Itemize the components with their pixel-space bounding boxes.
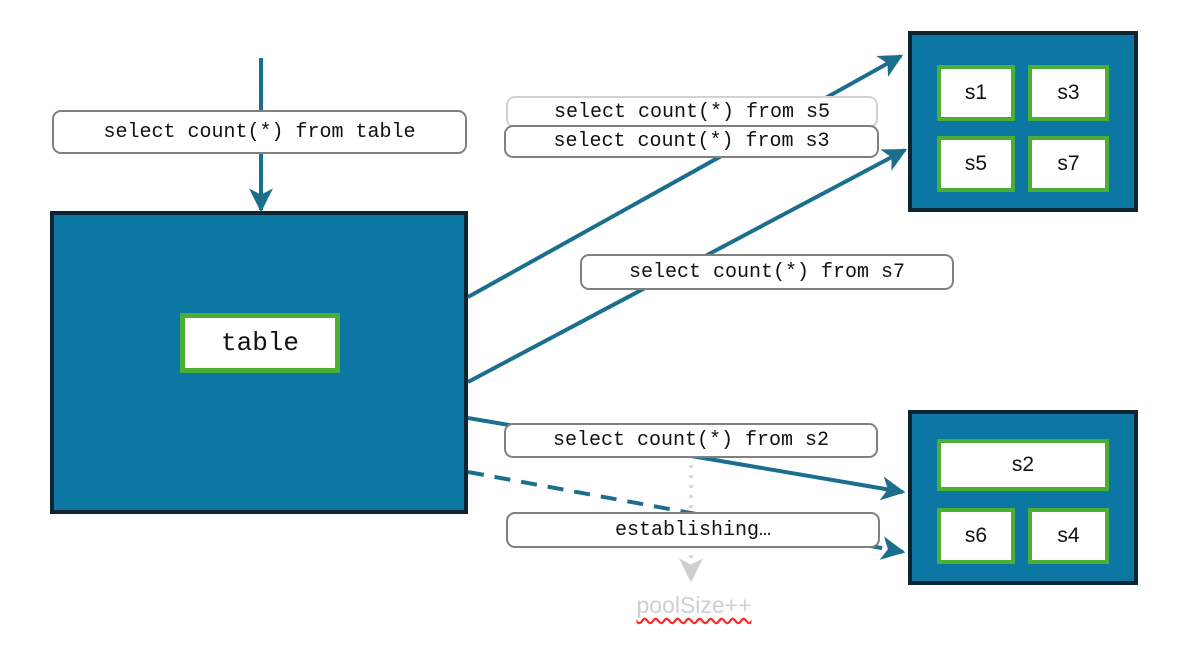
- connection-s4[interactable]: s4: [1028, 508, 1109, 564]
- connection-s1[interactable]: s1: [937, 65, 1015, 121]
- query-label-table[interactable]: select count(*) from table: [52, 110, 467, 154]
- query-label-s3[interactable]: select count(*) from s3: [504, 125, 879, 158]
- connection-s2[interactable]: s2: [937, 439, 1109, 491]
- connection-s5[interactable]: s5: [937, 136, 1015, 192]
- query-label-establishing[interactable]: establishing…: [506, 512, 880, 548]
- connection-s3[interactable]: s3: [1028, 65, 1109, 121]
- pool-bottom[interactable]: s2 s6 s4: [908, 410, 1138, 585]
- table-cell[interactable]: table: [180, 313, 340, 373]
- query-label-s5[interactable]: select count(*) from s5: [506, 96, 878, 128]
- connection-s6[interactable]: s6: [937, 508, 1015, 564]
- poolsize-annotation: poolSize++: [636, 592, 752, 618]
- query-label-s2[interactable]: select count(*) from s2: [504, 423, 878, 458]
- pool-top[interactable]: s1 s3 s5 s7: [908, 31, 1138, 212]
- query-label-s7[interactable]: select count(*) from s7: [580, 254, 954, 290]
- connection-s7[interactable]: s7: [1028, 136, 1109, 192]
